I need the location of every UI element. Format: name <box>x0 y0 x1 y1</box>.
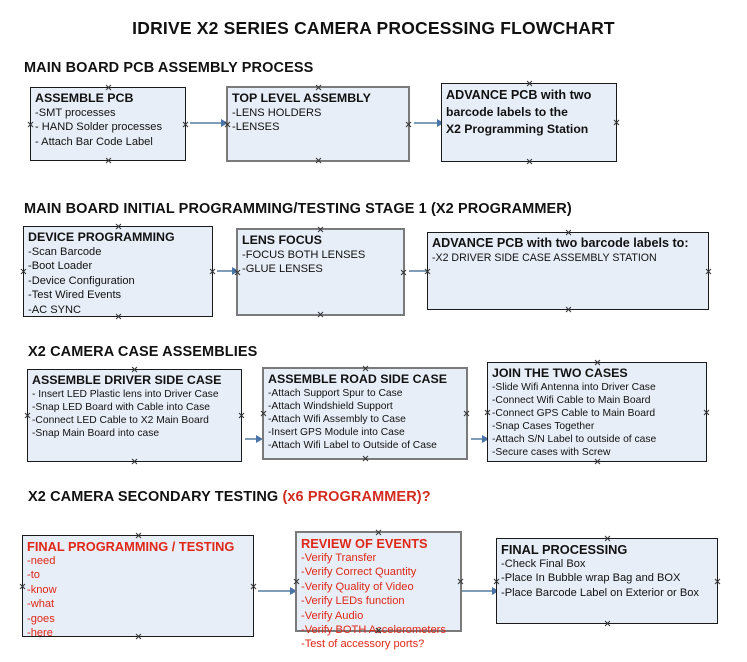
section-heading-text: MAIN BOARD INITIAL PROGRAMMING/TESTING S… <box>24 201 572 217</box>
box-line: -Check Final Box <box>501 558 586 570</box>
box-lens-focus[interactable]: LENS FOCUS -FOCUS BOTH LENSES -GLUE LENS… <box>236 228 405 316</box>
box-line: -Connect Wifi Cable to Main Board <box>492 395 651 406</box>
box-line: -Attach Wifi Assembly to Case <box>268 414 406 425</box>
box-device-programming[interactable]: DEVICE PROGRAMMING -Scan Barcode -Boot L… <box>23 226 213 317</box>
arrow-review-of-events-to-final-processing <box>462 586 499 595</box>
box-line: -Secure cases with Screw <box>492 447 611 458</box>
box-title: TOP LEVEL ASSEMBLY <box>232 91 371 105</box>
box-line: -Snap Cases Together <box>492 421 595 432</box>
connector-handle-bottom[interactable] <box>604 620 611 627</box>
box-title: ADVANCE PCB with two <box>446 88 592 102</box>
box-line: -Verify Quality of Video <box>301 580 414 593</box>
section-heading-x2-camera-case-assemblies: X2 CAMERA CASE ASSEMBLIES <box>28 344 257 360</box>
box-line: - HAND Solder processes <box>35 121 163 134</box>
box-assemble-pcb[interactable]: ASSEMBLE PCB -SMT processes - HAND Solde… <box>30 87 186 161</box>
box-final-programming-testing[interactable]: FINAL PROGRAMMING / TESTING -need -to -k… <box>22 535 254 640</box>
box-line: X2 Programming Station <box>446 122 589 136</box>
box-line: -Device Configuration <box>28 274 135 287</box>
connector-handle-bottom[interactable] <box>317 311 324 318</box>
box-line: -Connect GPS Cable to Main Board <box>492 408 656 419</box>
box-line: -LENSES <box>232 121 280 134</box>
box-line: -to <box>27 569 40 582</box>
connector-handle-bottom[interactable] <box>565 306 572 313</box>
box-line: -what <box>27 598 55 611</box>
arrow-final-programming-to-review-of-events <box>258 586 297 595</box>
box-line: -Verify Correct Quantity <box>301 566 417 579</box>
box-line: -Snap LED Board with Cable into Case <box>32 402 211 413</box>
box-line: -Attach Support Spur to Case <box>268 388 403 399</box>
box-line: -Slide Wifi Antenna into Driver Case <box>492 382 656 393</box>
box-line: -X2 DRIVER SIDE CASE ASSEMBLY STATION <box>432 252 657 264</box>
box-line: -goes <box>27 612 55 625</box>
box-line: -Attach Windshield Support <box>268 401 393 412</box>
box-line: -LENS HOLDERS <box>232 107 322 119</box>
box-line: -Verify Audio <box>301 609 364 622</box>
box-line: -Boot Loader <box>28 260 93 273</box>
box-line: barcode labels to the <box>446 105 568 119</box>
box-line: -Scan Barcode <box>28 246 102 258</box>
box-line: -Place In Bubble wrap Bag and BOX <box>501 572 681 585</box>
box-line: -GLUE LENSES <box>242 263 323 276</box>
box-review-of-events[interactable]: REVIEW OF EVENTS -Verify Transfer -Verif… <box>295 531 462 650</box>
section-heading-text: MAIN BOARD PCB ASSEMBLY PROCESS <box>24 60 314 76</box>
arrow-assemble-pcb-to-top-level-assembly <box>190 118 228 127</box>
box-assemble-driver-side-case[interactable]: ASSEMBLE DRIVER SIDE CASE - Insert LED P… <box>27 369 242 462</box>
box-top-level-assembly[interactable]: TOP LEVEL ASSEMBLY -LENS HOLDERS -LENSES <box>226 86 410 162</box>
box-title: ASSEMBLE ROAD SIDE CASE <box>268 372 447 386</box>
box-title: DEVICE PROGRAMMING <box>28 230 175 244</box>
box-line: -Attach Wifi Label to Outside of Case <box>268 440 437 451</box>
box-line: -Attach S/N Label to outside of case <box>492 434 657 445</box>
arrow-driver-side-to-road-side <box>245 434 263 443</box>
box-line: -Insert GPS Module into Case <box>268 427 405 438</box>
section-heading-x2-camera-secondary-testing: X2 CAMERA SECONDARY TESTING (x6 PROGRAMM… <box>28 489 431 505</box>
connector-handle-right[interactable] <box>705 268 712 275</box>
connector-handle-bottom[interactable] <box>362 455 369 462</box>
connector-handle-bottom[interactable] <box>131 458 138 465</box>
box-title: LENS FOCUS <box>242 233 322 247</box>
section-heading-text: X2 CAMERA SECONDARY TESTING <box>28 489 283 505</box>
box-line: -here <box>27 627 53 640</box>
box-title: JOIN THE TWO CASES <box>492 366 628 380</box>
box-line: - Attach Bar Code Label <box>35 135 153 148</box>
box-advance-pcb-driver-side[interactable]: ADVANCE PCB with two barcode labels to: … <box>427 232 709 310</box>
page-title: IDRIVE X2 SERIES CAMERA PROCESSING FLOWC… <box>132 18 615 38</box>
box-line: -Verify Transfer <box>301 552 377 564</box>
box-line: -Connect LED Cable to X2 Main Board <box>32 415 209 426</box>
connector-handle-bottom[interactable] <box>105 157 112 164</box>
box-line: -need <box>27 555 56 567</box>
section-heading-text: X2 CAMERA CASE ASSEMBLIES <box>28 344 258 360</box>
box-advance-pcb-programming-station[interactable]: ADVANCE PCB with two barcode labels to t… <box>441 83 617 162</box>
box-line: -Test Wired Events <box>28 289 122 302</box>
box-line: -Verify LEDs function <box>301 595 405 608</box>
box-line: -Place Barcode Label on Exterior or Box <box>501 586 699 599</box>
box-title: ASSEMBLE DRIVER SIDE CASE <box>32 373 222 387</box>
connector-handle-bottom[interactable] <box>526 158 533 165</box>
box-title: ADVANCE PCB with two barcode labels to: <box>432 236 689 250</box>
box-line: -FOCUS BOTH LENSES <box>242 249 366 261</box>
connector-handle-left[interactable] <box>424 268 431 275</box>
box-line: -AC SYNC <box>28 303 82 316</box>
box-title: REVIEW OF EVENTS <box>301 536 428 551</box>
box-title: FINAL PROGRAMMING / TESTING <box>27 539 235 554</box>
box-line: -know <box>27 583 57 596</box>
section-heading-main-board-pcb-assembly: MAIN BOARD PCB ASSEMBLY PROCESS <box>24 60 313 76</box>
section-heading-main-board-initial-programming: MAIN BOARD INITIAL PROGRAMMING/TESTING S… <box>24 201 572 217</box>
box-title: ASSEMBLE PCB <box>35 91 134 105</box>
box-line: - Insert LED Plastic lens into Driver Ca… <box>32 389 219 400</box>
box-title: FINAL PROCESSING <box>501 542 628 557</box>
box-line: -SMT processes <box>35 107 116 119</box>
box-assemble-road-side-case[interactable]: ASSEMBLE ROAD SIDE CASE -Attach Support … <box>262 367 468 460</box>
box-final-processing[interactable]: FINAL PROCESSING -Check Final Box -Place… <box>496 538 718 624</box>
box-line-overflow: -Test of accessory ports? <box>301 638 425 651</box>
box-join-the-two-cases[interactable]: JOIN THE TWO CASES -Slide Wifi Antenna i… <box>487 362 707 462</box>
section-heading-accent: (x6 PROGRAMMER)? <box>282 489 431 505</box>
arrow-top-level-assembly-to-advance-pcb <box>414 118 444 127</box>
box-line: -Snap Main Board into case <box>32 428 160 439</box>
box-line: -Verify BOTH Accelerometers <box>301 624 446 637</box>
connector-handle-bottom[interactable] <box>315 157 322 164</box>
